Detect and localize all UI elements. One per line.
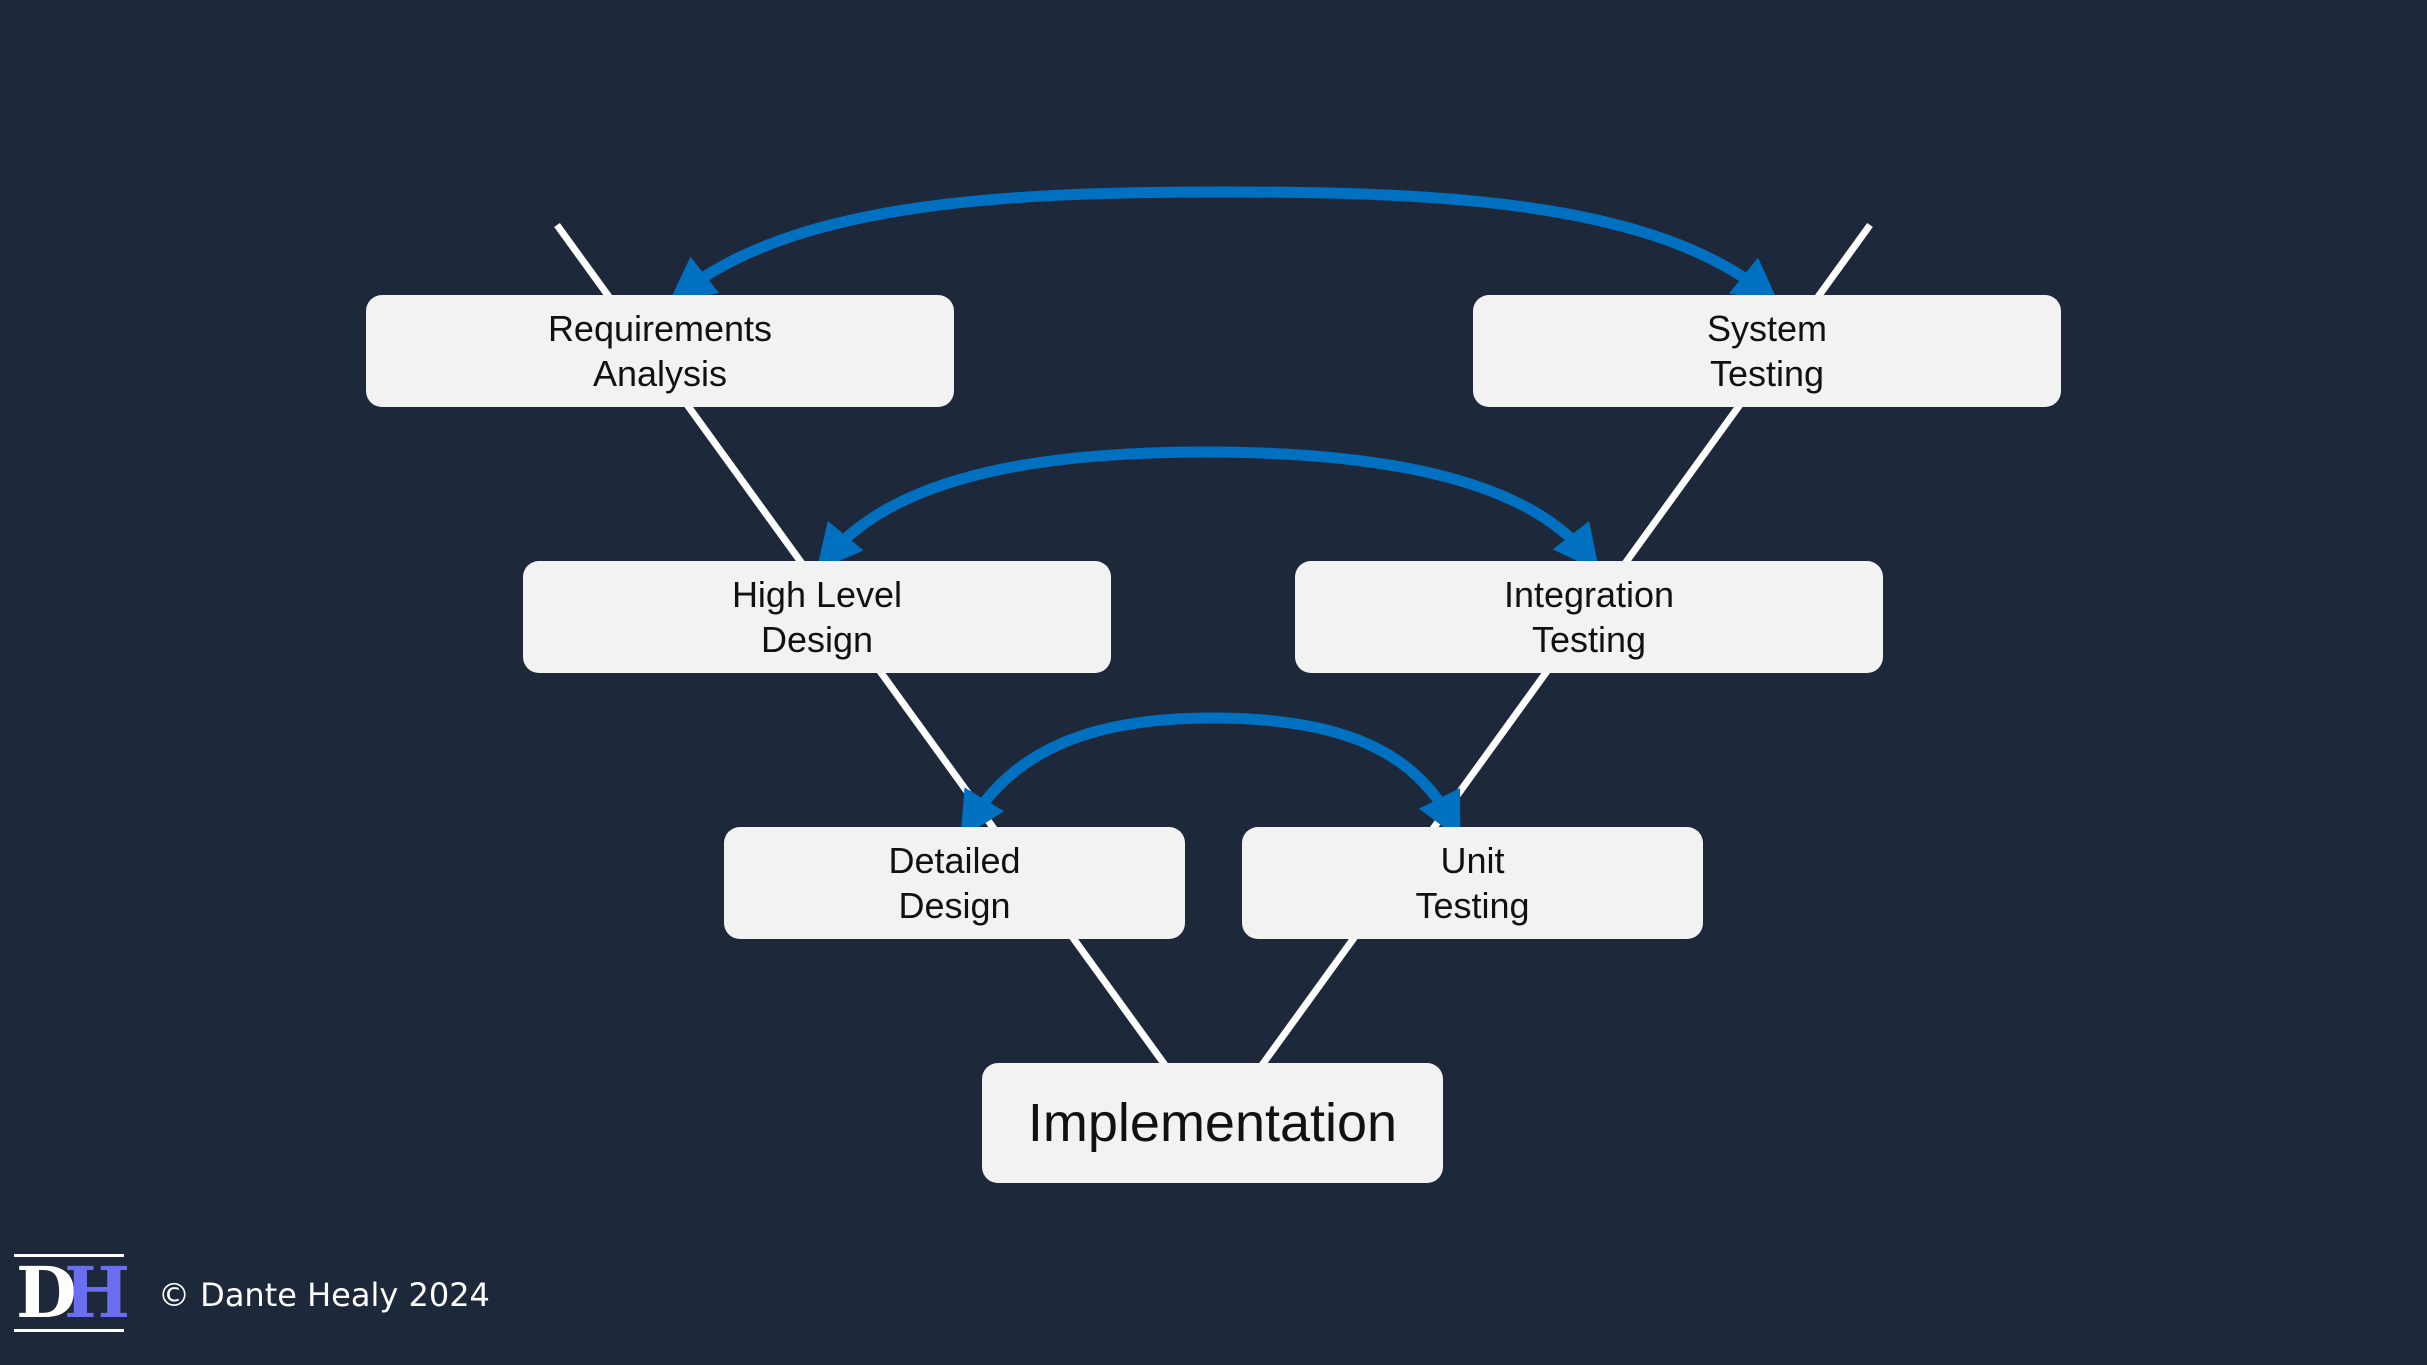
box-label-line1: Requirements — [547, 308, 773, 349]
logo-bottom-rule — [14, 1329, 124, 1332]
implementation-box: Implementation — [982, 1063, 1443, 1183]
dh-logo: D H — [14, 1251, 130, 1334]
box-label-line2: Design — [898, 885, 1011, 926]
arrow-highlevel-integration — [816, 446, 1600, 572]
box-label-line2: Testing — [1415, 885, 1530, 926]
logo-top-rule — [14, 1254, 124, 1257]
logo-letter-d: D — [16, 1251, 77, 1334]
implementation-label: Implementation — [1027, 1092, 1398, 1153]
integration-testing-box: Integration Testing — [1295, 561, 1883, 673]
box-label-line1: System — [1706, 308, 1828, 349]
arrow-requirements-system — [668, 186, 1780, 305]
box-label-line1: Unit — [1440, 840, 1505, 881]
detailed-design-box: Detailed Design — [724, 827, 1185, 939]
unit-testing-box: Unit Testing — [1242, 827, 1703, 939]
box-label-line2: Testing — [1531, 619, 1647, 660]
box-label-line1: Integration — [1503, 574, 1675, 615]
requirements-analysis-box: Requirements Analysis — [366, 295, 954, 407]
box-label-line2: Testing — [1709, 353, 1825, 394]
box-label-line1: High Level — [731, 574, 903, 615]
high-level-design-box: High Level Design — [523, 561, 1111, 673]
copyright-text: © Dante Healy 2024 — [158, 1276, 490, 1314]
system-testing-box: System Testing — [1473, 295, 2061, 407]
arrow-detailed-unit — [960, 712, 1461, 840]
box-label-line2: Analysis — [592, 353, 728, 394]
box-label-line1: Detailed — [888, 840, 1021, 881]
box-label-line2: Design — [760, 619, 874, 660]
logo-letter-h: H — [64, 1251, 131, 1334]
